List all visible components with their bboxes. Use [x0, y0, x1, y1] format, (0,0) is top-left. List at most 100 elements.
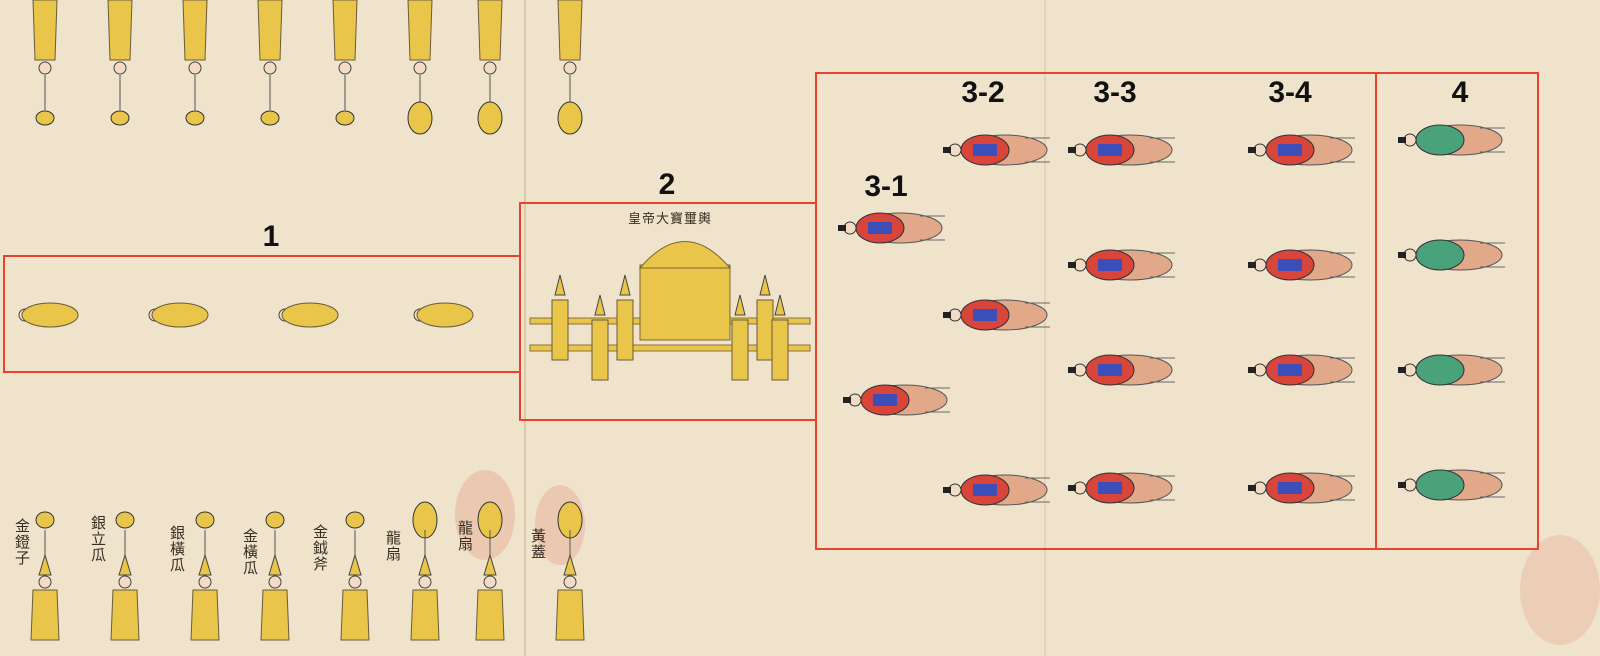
section-3-1-label: 3-1 [864, 170, 908, 203]
figure-head [113, 61, 127, 75]
figure-robe [555, 589, 585, 641]
figure-head [418, 575, 432, 589]
figure-robe [110, 589, 140, 641]
bearer-robe [551, 299, 569, 361]
bearer-hat [774, 294, 786, 316]
figure-robe [30, 589, 60, 641]
standard-bearer-figure [332, 0, 358, 126]
rider-hat [1248, 485, 1256, 491]
standard-ornament [335, 110, 355, 126]
rider-hat [1068, 262, 1076, 268]
rider-sash [1278, 482, 1302, 494]
rider-hat [838, 225, 846, 231]
official-rider-3-4 [1248, 134, 1355, 166]
standard-ornament [260, 110, 280, 126]
figure-robe [340, 589, 370, 641]
figure-robe [190, 589, 220, 641]
standard-ornament [185, 110, 205, 126]
bearer-hat [759, 274, 771, 296]
figure-head [188, 61, 202, 75]
figure-robe [182, 0, 208, 61]
rider-sash [873, 394, 897, 406]
figure-head [118, 575, 132, 589]
figure-robe [407, 0, 433, 61]
bottom-caption: 金橫瓜 [241, 528, 259, 576]
rider-hat [1398, 252, 1406, 258]
standard-bearer-figure [257, 0, 283, 126]
rider-sash [1098, 482, 1122, 494]
section-4-label: 4 [1451, 76, 1469, 109]
bearer-hat [619, 274, 631, 296]
figure-head [483, 575, 497, 589]
bottom-caption: 銀橫瓜 [168, 525, 186, 573]
official-rider-3-2 [943, 134, 1050, 166]
rider-sash [1278, 364, 1302, 376]
bottom-caption: 金鐙子 [13, 518, 31, 566]
figure-head [198, 575, 212, 589]
standard-bearer-figure [475, 501, 505, 641]
rider-hat [943, 487, 951, 493]
figure-robe [32, 0, 58, 61]
figure-head [38, 61, 52, 75]
figure-head [38, 575, 52, 589]
standard-ornament [110, 110, 130, 126]
bottom-caption: 銀立瓜 [89, 515, 107, 563]
figure-head [268, 575, 282, 589]
rider-sash [1098, 144, 1122, 156]
section-3-3-label: 3-3 [1093, 76, 1137, 109]
figure-hat [198, 553, 212, 576]
rider-hat [1248, 262, 1256, 268]
rider-sash [973, 144, 997, 156]
rider-hat [1248, 147, 1256, 153]
official-rider-3-3 [1068, 249, 1175, 281]
official-rider-3-4 [1248, 354, 1355, 386]
figure-robe [281, 302, 339, 328]
section-4-box [1375, 72, 1539, 550]
figure-robe [260, 589, 290, 641]
figure-robe [410, 589, 440, 641]
official-rider-3-4 [1248, 472, 1355, 504]
rider-sash [1098, 364, 1122, 376]
guard-rider-4 [1398, 239, 1505, 271]
bearer-hat [734, 294, 746, 316]
figure-robe [477, 0, 503, 61]
rider-hat [943, 312, 951, 318]
figure-robe [21, 302, 79, 328]
attendant-figure [18, 302, 79, 328]
figure-hat [268, 553, 282, 576]
rider-hat [1398, 367, 1406, 373]
figure-hat [563, 553, 577, 576]
standard-ornament [477, 101, 503, 135]
bottom-caption: 龍扇 [384, 530, 402, 562]
rider-hat [1398, 137, 1406, 143]
standard-ornament [35, 110, 55, 126]
standard-bearer-figure [107, 0, 133, 126]
palanquin-roof [638, 241, 732, 269]
official-rider-3-2 [943, 474, 1050, 506]
section-2-box [519, 202, 817, 421]
bearer-robe [731, 319, 749, 381]
figure-robe [257, 0, 283, 61]
rider-hat [1398, 482, 1406, 488]
bearer-robe [591, 319, 609, 381]
rider-hat [1068, 367, 1076, 373]
standard-bearer-figure [557, 0, 583, 135]
figure-head [338, 61, 352, 75]
bearer-hat [594, 294, 606, 316]
rider-hat [943, 147, 951, 153]
rider-sash [1278, 259, 1302, 271]
palanquin-body [639, 264, 731, 341]
rider-sash [973, 484, 997, 496]
guard-rider-4 [1398, 469, 1505, 501]
bottom-caption: 金鉞斧 [311, 524, 329, 572]
standard-ornament [557, 101, 583, 135]
rider-sash [1278, 144, 1302, 156]
standard-bearer-figure [340, 511, 370, 641]
official-rider-3-2 [943, 299, 1050, 331]
palanquin-pole [529, 344, 811, 352]
standard-bearer-figure [182, 0, 208, 126]
section-2-label: 2 [658, 168, 676, 201]
standard-ornament [195, 511, 215, 529]
official-rider-3-3 [1068, 472, 1175, 504]
